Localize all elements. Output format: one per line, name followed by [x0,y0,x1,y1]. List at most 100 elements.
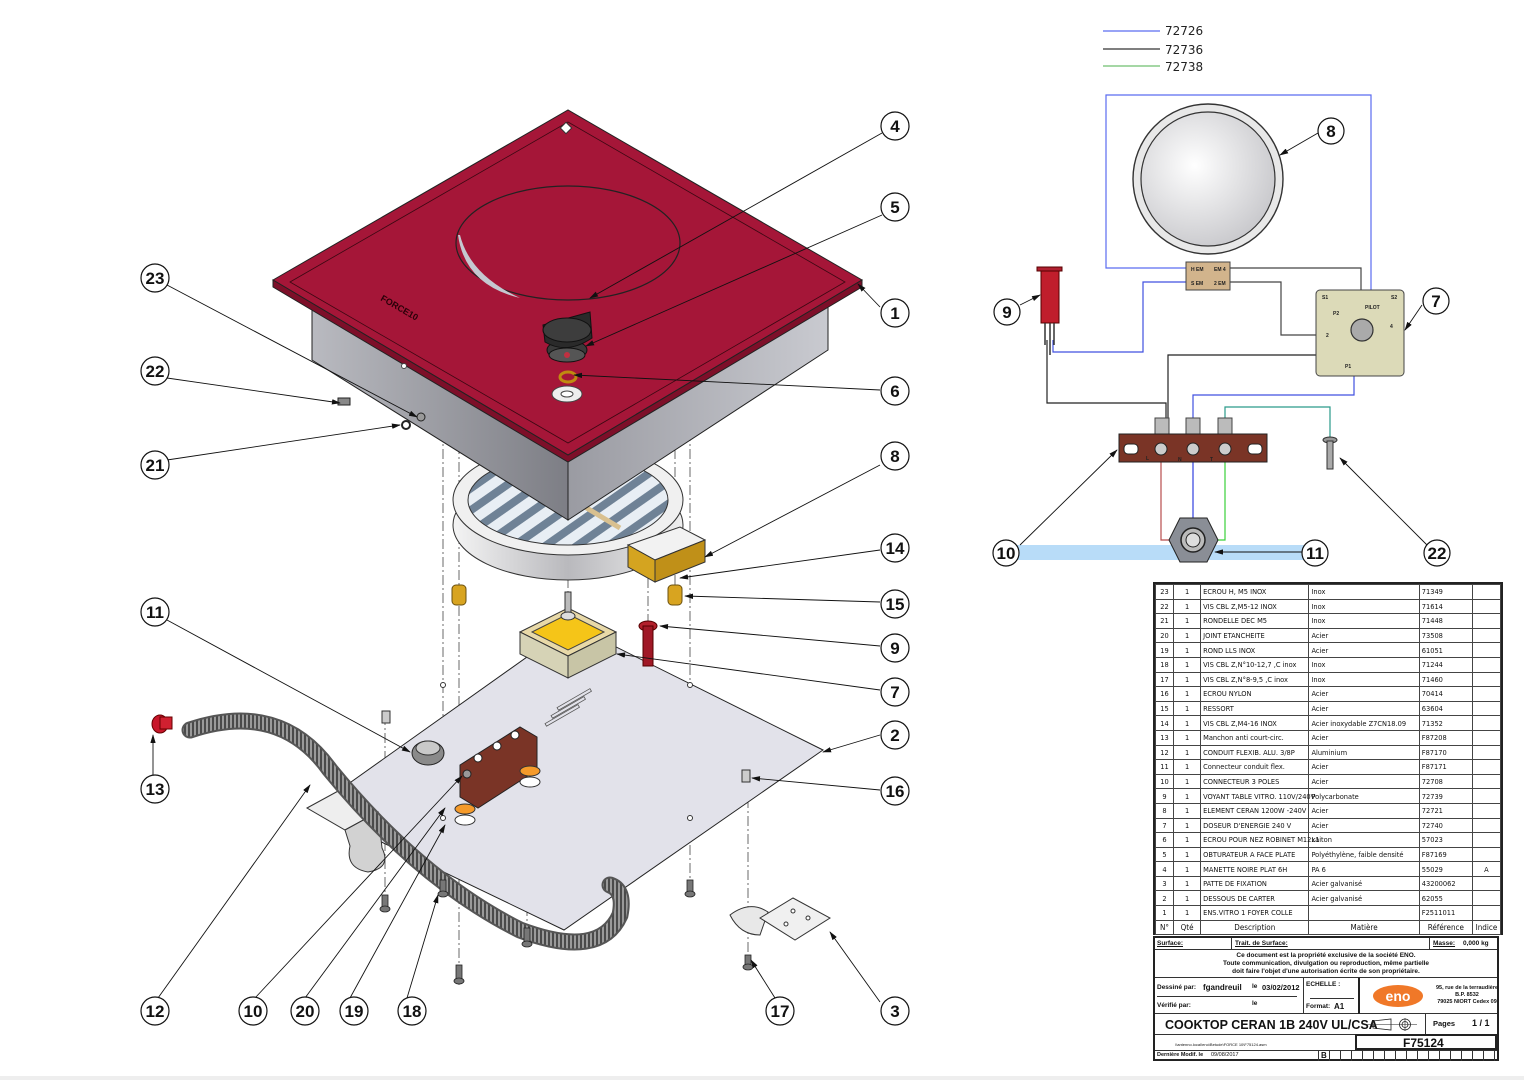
part-number: 3 [1154,875,1175,892]
part-index [1471,788,1502,804]
part-number: 9 [1154,788,1175,804]
callout-9: 9 [880,633,910,663]
mass-label: Masse: [1433,940,1456,947]
confidentiality-notice: Ce document est la propriété exclusive d… [1155,950,1497,978]
anti-short-circuit-sleeve [151,714,173,734]
projection-symbol [1367,1018,1417,1031]
callout-16: 16 [880,776,910,806]
callout-7: 7 [880,677,910,707]
svg-text:5: 5 [890,198,899,217]
part-number: 14 [1154,715,1175,731]
wiring-diagram: H EM EM 4 S EM 2 EM S1 S2 PILOT P2 2 4 P… [992,94,1451,567]
wiring-callout-8: 8 [1317,117,1345,145]
part-quantity: 1 [1173,846,1202,863]
drawn-date: 03/02/2012 [1262,983,1300,992]
callout-21: 21 [140,450,170,480]
svg-text:3: 3 [890,1002,899,1021]
part-material: Acier [1308,642,1420,658]
callout-17: 17 [765,996,795,1026]
part-material: Acier [1308,817,1420,834]
svg-text:11: 11 [146,603,164,622]
part-number: 5 [1154,846,1175,863]
callout-balloons: 4 5 1 6 8 14 15 9 7 2 16 3 17 18 19 20 1… [140,111,910,1026]
checked-by-label: Vérifié par: [1157,1002,1191,1009]
svg-text:2: 2 [1326,333,1329,339]
part-reference: 63604 [1418,700,1473,717]
part-reference: F87170 [1418,744,1473,761]
svg-text:S EM: S EM [1191,281,1203,287]
author-row: Dessiné par: fgandreuil le 03/02/2012 Vé… [1155,978,1499,1014]
part-index [1471,875,1502,892]
checked-date-label: le [1252,1000,1258,1007]
part-number: 1 [1154,905,1175,921]
legend-label: 72738 [1165,60,1203,74]
part-index [1471,759,1502,775]
part-quantity: 1 [1173,744,1202,761]
part-number: 21 [1154,613,1175,629]
part-reference: 43200062 [1418,875,1473,892]
last-modified-label: Dernière Modif. le [1157,1052,1204,1058]
svg-text:10: 10 [244,1002,263,1021]
part-quantity: 1 [1173,613,1202,629]
part-description: Connecteur conduit flex. [1200,759,1310,775]
svg-text:6: 6 [890,382,899,401]
part-reference: 71352 [1418,715,1473,731]
svg-text:17: 17 [771,1002,790,1021]
part-quantity: 1 [1173,656,1202,673]
part-material: Acier [1308,686,1420,702]
part-description: VOYANT TABLE VITRO. 110V/240V [1200,788,1315,804]
svg-text:14: 14 [886,539,905,558]
part-reference: 57023 [1418,832,1473,848]
wiring-callout-7: 7 [1422,287,1450,315]
company-address: 95, rue de la terraudière B.P. 8532 7902… [1435,985,1499,1005]
title-block: Surface: Trait. de Surface: Masse: 0,000… [1153,936,1499,1061]
part-index [1471,584,1502,600]
part-quantity: 1 [1173,832,1202,848]
part-material: Inox [1308,598,1420,615]
part-number: 23 [1154,584,1175,600]
part-reference: 71349 [1418,584,1473,600]
col-header-description: Description [1200,919,1310,936]
drawing-title: COOKTOP CERAN 1B 240V UL/CSA [1165,1018,1378,1032]
part-description: VIS CBL Z,M4-16 INOX [1200,715,1310,731]
part-index [1471,700,1502,717]
part-description: MANETTE NOIRE PLAT 6H [1200,861,1310,877]
part-reference: F87169 [1418,846,1473,863]
callout-18: 18 [397,996,427,1026]
part-material: Inox [1308,671,1420,688]
part-index: A [1471,861,1502,877]
drawn-by-label: Dessiné par: [1157,984,1197,991]
surface-treatment-label: Trait. de Surface: [1235,940,1288,947]
part-number: 12 [1154,744,1175,761]
part-number: 6 [1154,832,1175,848]
part-description: VIS CBL Z,N°10-12,7 ,C inox [1200,656,1310,673]
surface-label: Surface: [1157,940,1184,947]
date-label: le [1252,983,1258,990]
part-number: 11 [1154,759,1175,775]
part-material: Inox [1308,656,1420,673]
eno-logo: eno [1373,985,1423,1007]
callout-22: 22 [140,356,170,386]
part-number: 8 [1154,802,1175,819]
part-index [1471,832,1502,848]
svg-text:16: 16 [886,782,905,801]
part-quantity: 1 [1173,627,1202,644]
wiring-energy-regulator: S1 S2 PILOT P2 2 4 P1 [1315,289,1405,377]
part-number: 20 [1154,627,1175,644]
part-reference: F2511011 [1418,905,1473,921]
part-quantity: 1 [1173,905,1202,921]
part-description: JOINT ETANCHEITE [1200,627,1310,644]
svg-text:4: 4 [1390,324,1393,330]
callout-10: 10 [238,996,268,1026]
svg-text:9: 9 [890,639,899,658]
wiring-leader-lines [1019,132,1428,555]
part-material: Acier [1308,773,1420,790]
